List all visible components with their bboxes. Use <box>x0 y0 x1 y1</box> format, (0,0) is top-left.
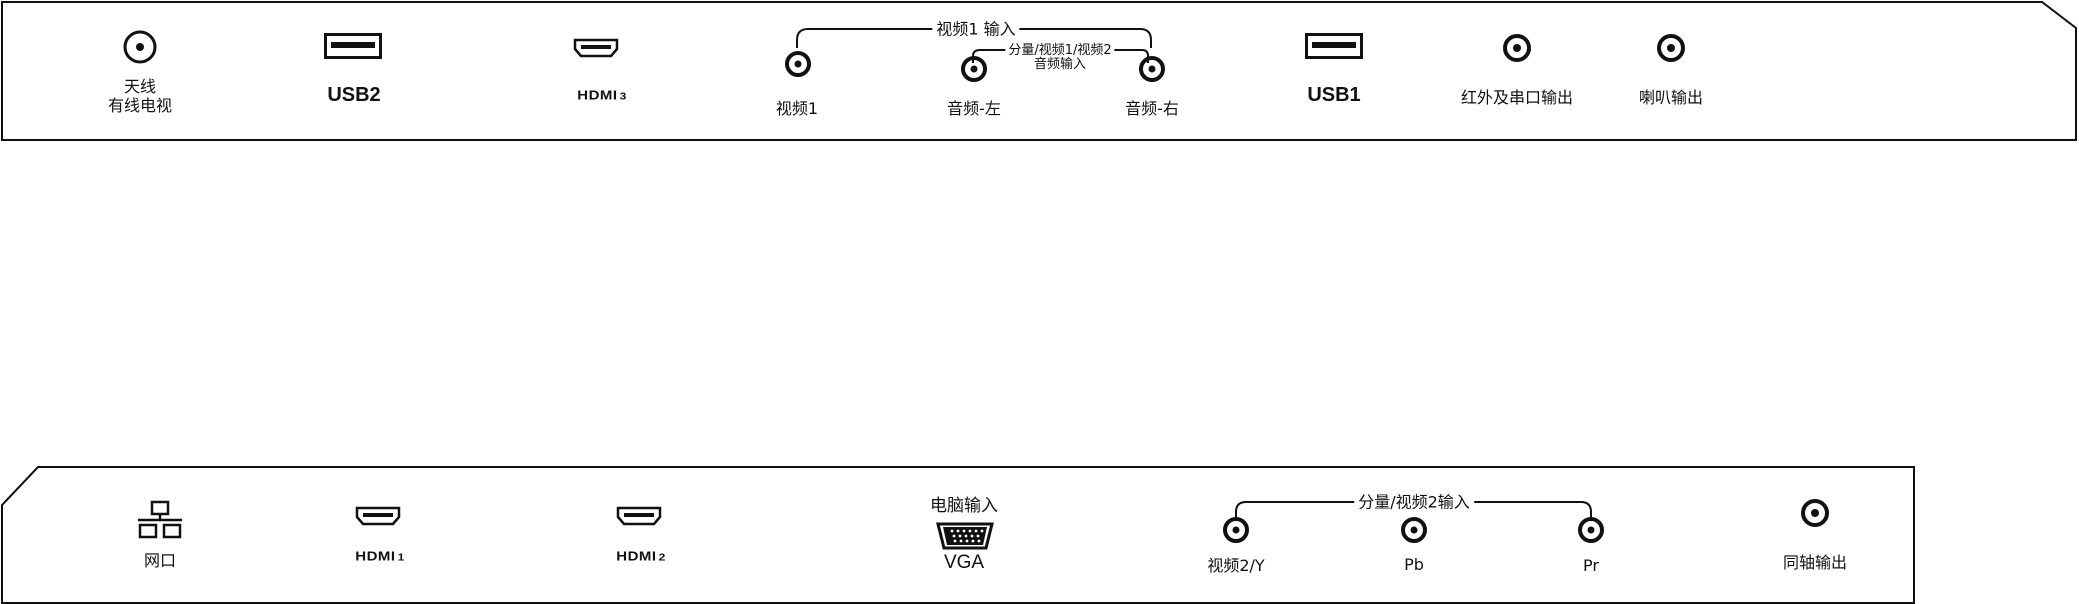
coax-antenna-icon[interactable] <box>122 29 158 65</box>
usb-port-icon[interactable] <box>324 33 382 59</box>
component-audio-group-label: 分量/视频1/视频2 音频输入 <box>1005 44 1115 72</box>
usb-port-icon[interactable] <box>1305 33 1363 59</box>
antenna-label: 天线 有线电视 <box>107 77 173 115</box>
vga-top-label: 电脑输入 <box>930 496 998 516</box>
video1-label: 视频1 <box>775 99 819 118</box>
network-label: 网口 <box>143 551 177 570</box>
pb-label: Pb <box>1404 555 1424 574</box>
usb1-label: USB1 <box>1307 84 1361 106</box>
rca-jack-icon[interactable] <box>960 55 988 83</box>
usb2-label: USB2 <box>327 84 381 106</box>
rca-jack-icon[interactable] <box>1577 516 1605 544</box>
pr-label: Pr <box>1583 556 1599 575</box>
speaker-out-label: 喇叭输出 <box>1638 88 1704 107</box>
hdmi-port-icon[interactable] <box>616 506 662 526</box>
rca-jack-icon[interactable] <box>1222 516 1250 544</box>
video2-y-label: 视频2/Y <box>1207 556 1265 575</box>
top-panel-outline <box>1 1 2077 141</box>
video1-group-label: 视频1 输入 <box>932 19 1020 39</box>
rca-jack-icon[interactable] <box>784 50 812 78</box>
hdmi-port-icon[interactable] <box>355 506 401 526</box>
bottom-panel-outline <box>1 466 1915 604</box>
audio-left-label: 音频-左 <box>947 99 1001 118</box>
component-group-label: 分量/视频2输入 <box>1354 492 1474 512</box>
rca-jack-icon[interactable] <box>1656 33 1686 63</box>
vga-bottom-label: VGA <box>943 552 985 573</box>
ir-serial-out-label: 红外及串口输出 <box>1460 88 1574 107</box>
hdmi-port-icon[interactable] <box>573 38 619 58</box>
coaxial-out-label: 同轴输出 <box>1782 553 1848 572</box>
rca-jack-icon[interactable] <box>1800 498 1830 528</box>
network-lan-icon[interactable] <box>136 500 184 540</box>
rca-jack-icon[interactable] <box>1138 55 1166 83</box>
rca-jack-icon[interactable] <box>1400 516 1428 544</box>
audio-right-label: 音频-右 <box>1125 99 1179 118</box>
rca-jack-icon[interactable] <box>1502 33 1532 63</box>
vga-port-icon[interactable] <box>935 521 995 551</box>
